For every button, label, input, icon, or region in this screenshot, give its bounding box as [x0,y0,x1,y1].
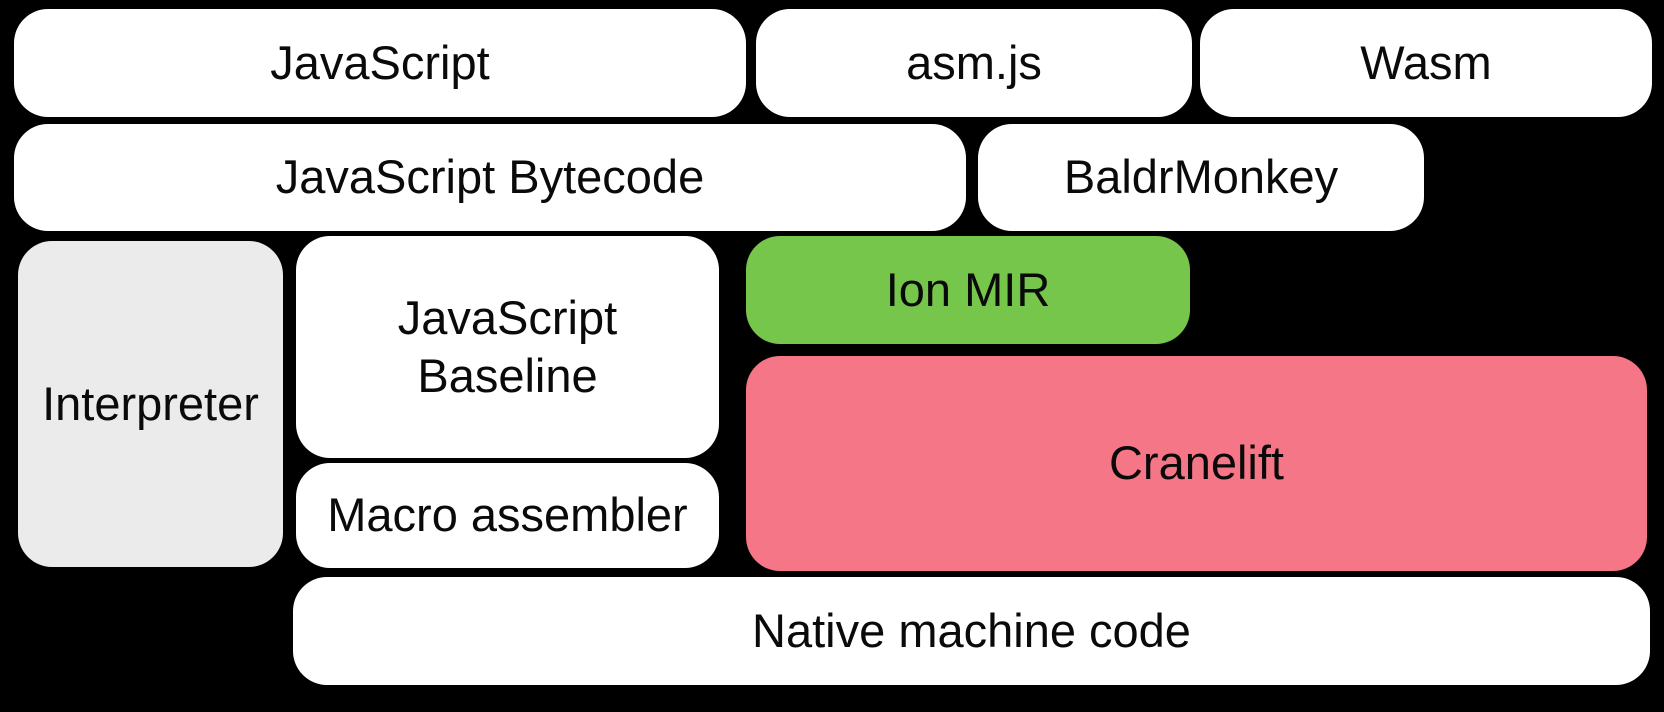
node-javascript-baseline-label: JavaScript Baseline [397,290,618,402]
node-wasm-label: Wasm [1360,35,1492,89]
node-native-machine-code-label: Native machine code [752,603,1191,657]
node-cranelift-label: Cranelift [1108,436,1284,490]
node-javascript-bytecode: JavaScript Bytecode [14,124,966,231]
node-cranelift: Cranelift [746,356,1647,571]
node-baldrmonkey-label: BaldrMonkey [1063,150,1339,204]
node-asm-js: asm.js [756,9,1192,117]
node-macro-assembler-label: Macro assembler [327,488,688,542]
node-asm-js-label: asm.js [906,35,1042,89]
node-javascript-label: JavaScript [270,35,490,89]
node-macro-assembler: Macro assembler [296,463,719,568]
node-ion-mir-label: Ion MIR [885,262,1051,316]
node-wasm: Wasm [1200,9,1652,117]
node-interpreter: Interpreter [18,241,283,567]
node-javascript-bytecode-label: JavaScript Bytecode [275,150,705,204]
node-javascript-baseline: JavaScript Baseline [296,236,719,458]
node-interpreter-label: Interpreter [42,376,259,430]
node-native-machine-code: Native machine code [293,577,1650,685]
node-ion-mir: Ion MIR [746,236,1190,344]
node-javascript: JavaScript [14,9,746,117]
node-baldrmonkey: BaldrMonkey [978,124,1424,231]
